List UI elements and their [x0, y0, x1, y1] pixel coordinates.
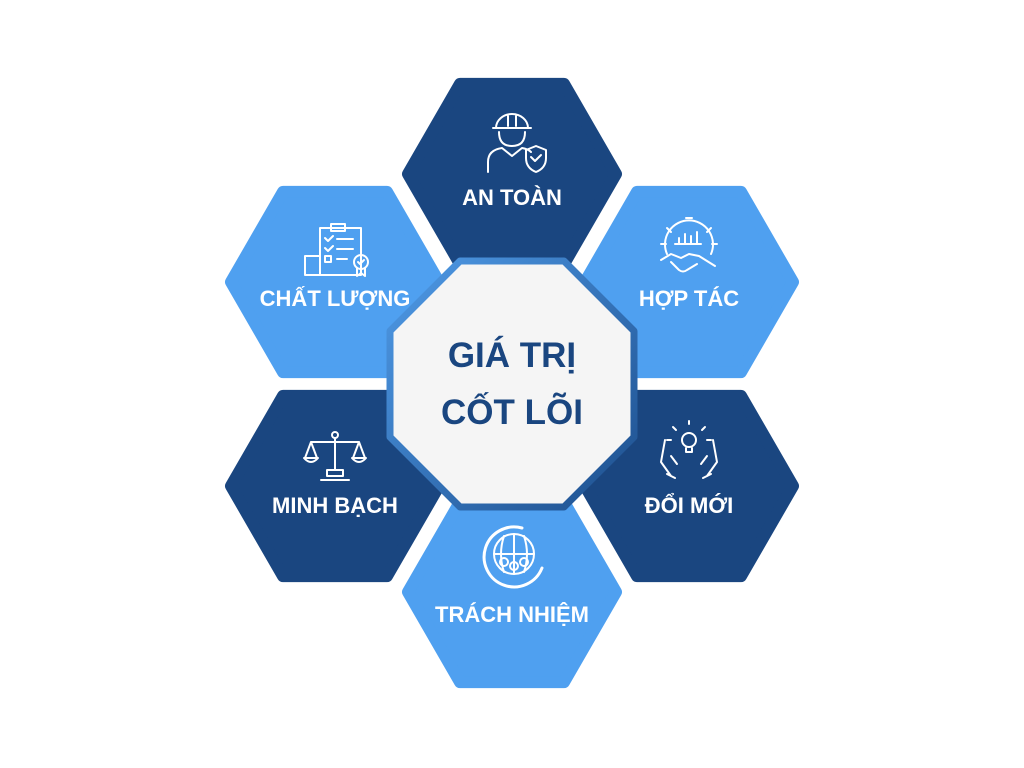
gear-handshake-icon: [660, 217, 718, 273]
hex-doi-moi: ĐỔI MỚI: [579, 389, 799, 583]
balance-scale-icon: [303, 431, 367, 481]
value-label: TRÁCH NHIỆM: [435, 602, 589, 627]
value-label: CHẤT LƯỢNG: [260, 286, 411, 311]
center-title-line2: CỐT LÕI: [441, 392, 583, 432]
center-octagon: GIÁ TRỊ CỐT LÕI: [386, 257, 638, 511]
hands-lightbulb-icon: [660, 420, 718, 479]
hexagon-shape: [402, 495, 622, 689]
clipboard-checklist-icon: [304, 223, 369, 277]
worker-shield-icon: [487, 113, 547, 173]
hex-chat-luong: CHẤT LƯỢNG: [225, 185, 445, 379]
center-title-line1: GIÁ TRỊ: [448, 335, 576, 375]
hex-an-toan: AN TOÀN: [402, 77, 622, 271]
hex-trach-nhiem: TRÁCH NHIỆM: [402, 495, 622, 689]
value-label: MINH BẠCH: [272, 493, 398, 518]
value-label: HỢP TÁC: [639, 286, 739, 311]
value-label: AN TOÀN: [462, 185, 562, 210]
octagon-shape: [386, 257, 638, 511]
globe-people-icon: [482, 525, 544, 589]
value-label: ĐỔI MỚI: [645, 493, 733, 518]
hexagon-shape: [402, 77, 622, 271]
